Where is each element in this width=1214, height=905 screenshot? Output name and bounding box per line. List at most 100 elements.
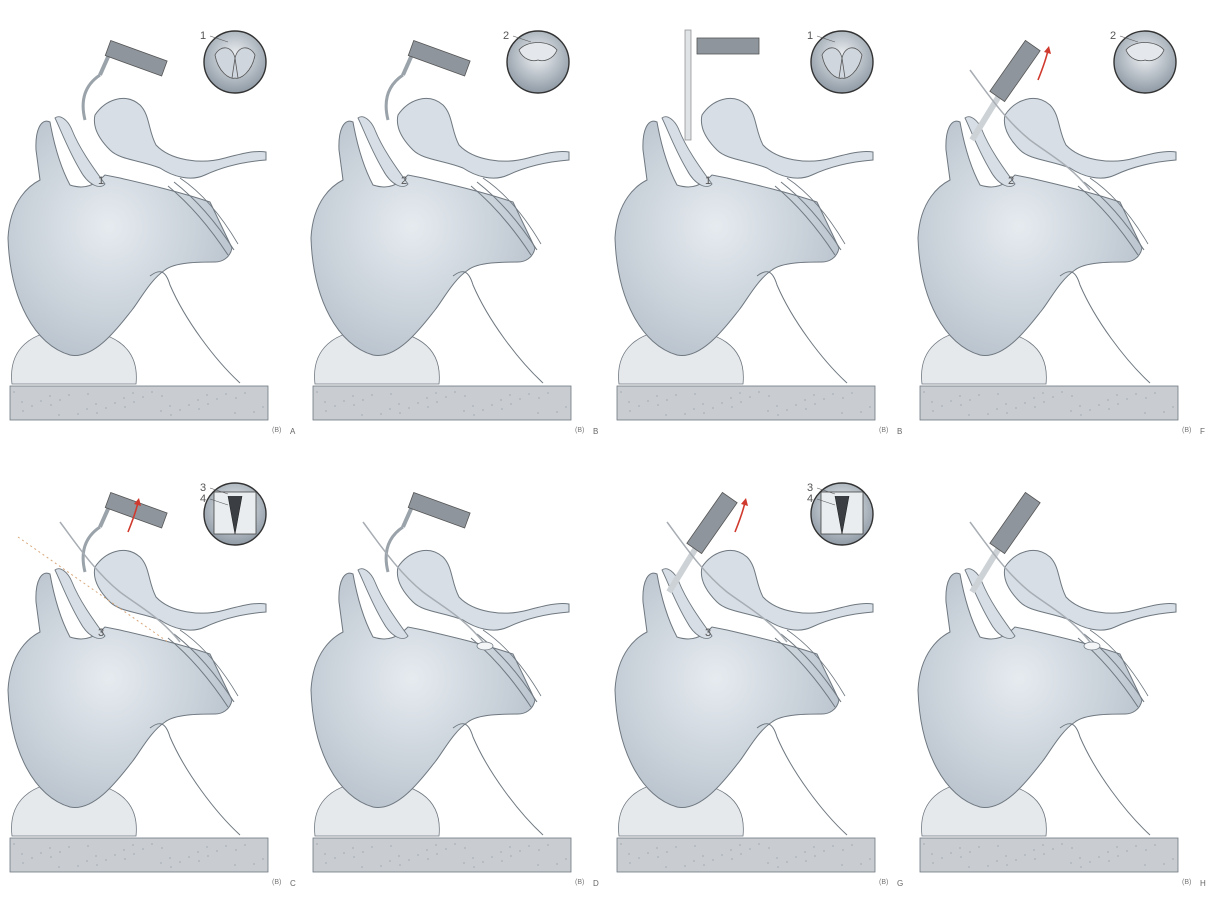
table-texture-dot <box>151 843 153 845</box>
panel-drawing: 22(B)B <box>303 0 606 452</box>
tongue-pharynx <box>397 98 569 178</box>
panel-c-top: 11(B)B <box>607 0 910 452</box>
panel-code: (B) <box>879 879 888 886</box>
table-texture-dot <box>435 392 437 394</box>
table-texture-dot <box>123 849 125 851</box>
tongue-pharynx <box>94 98 266 178</box>
table-texture-dot <box>343 852 345 854</box>
table-texture-dot <box>216 398 218 400</box>
panel-code: (B) <box>1182 427 1191 434</box>
panel-drawing: 11(B)B <box>607 0 910 452</box>
table-texture-dot <box>1052 848 1054 850</box>
table-texture-dot <box>50 856 52 858</box>
table-texture-dot <box>132 844 134 846</box>
table-texture-dot <box>21 401 23 403</box>
table-texture-dot <box>749 396 751 398</box>
table-texture-dot <box>675 394 677 396</box>
table-texture-dot <box>675 846 677 848</box>
table <box>617 838 875 872</box>
table-texture-dot <box>997 845 999 847</box>
table-texture-dot <box>472 405 474 407</box>
table-texture-dot <box>538 397 540 399</box>
table-texture-dot <box>87 845 89 847</box>
table-texture-dot <box>398 403 400 405</box>
table-texture-dot <box>684 413 686 415</box>
table-texture-dot <box>1108 408 1110 410</box>
table-texture-dot <box>666 399 668 401</box>
table-texture-dot <box>628 853 630 855</box>
table-texture-dot <box>389 860 391 862</box>
table-texture-dot <box>362 399 364 401</box>
table-texture-dot <box>262 406 264 408</box>
table-texture-dot <box>216 850 218 852</box>
table-texture-dot <box>950 400 952 402</box>
table-texture-dot <box>253 411 255 413</box>
table-texture-dot <box>629 862 631 864</box>
table-texture-dot <box>390 393 392 395</box>
table-texture-dot <box>390 845 392 847</box>
table-texture-dot <box>491 856 493 858</box>
tongue-pharynx <box>701 98 873 178</box>
table-texture-dot <box>133 401 135 403</box>
table-texture-dot <box>58 414 60 416</box>
table-texture-dot <box>805 860 807 862</box>
tube-cuff <box>1084 642 1100 650</box>
panel-letter: G <box>897 879 903 888</box>
table-texture-dot <box>22 862 24 864</box>
table <box>920 838 1178 872</box>
table-texture-dot <box>731 406 733 408</box>
table-texture-dot <box>739 392 741 394</box>
panel-g: 343(B)G <box>607 452 910 904</box>
laryngoscope-handle <box>990 40 1040 101</box>
table-texture-dot <box>361 414 363 416</box>
table-texture-dot <box>1089 409 1091 411</box>
table-texture-dot <box>1107 399 1109 401</box>
table-texture-dot <box>1117 855 1119 857</box>
table-texture-dot <box>860 863 862 865</box>
table-texture-dot <box>851 392 853 394</box>
table-texture-dot <box>87 393 89 395</box>
table-texture-dot <box>978 394 980 396</box>
table-texture-dot <box>13 843 15 845</box>
table-texture-dot <box>1006 412 1008 414</box>
table-texture-dot <box>721 854 723 856</box>
laryngoscope-handle <box>687 492 737 553</box>
table-texture-dot <box>1079 405 1081 407</box>
table-texture-dot <box>21 853 23 855</box>
table-texture-dot <box>105 859 107 861</box>
table-texture-dot <box>665 414 667 416</box>
table-texture-dot <box>1163 863 1165 865</box>
laryngoscope-handle <box>990 492 1040 553</box>
table-texture-dot <box>197 851 199 853</box>
table-texture-dot <box>795 404 797 406</box>
table-texture-dot <box>703 864 705 866</box>
table-texture-dot <box>869 406 871 408</box>
inset-circle <box>507 31 569 93</box>
table-texture-dot <box>235 849 237 851</box>
table-texture-dot <box>814 403 816 405</box>
table-texture-dot <box>77 865 79 867</box>
table-texture-dot <box>528 845 530 847</box>
table-texture-dot <box>941 405 943 407</box>
table-texture-dot <box>537 864 539 866</box>
laryngoscope-handle <box>408 492 470 528</box>
table-texture-dot <box>40 852 42 854</box>
table-texture-dot <box>324 853 326 855</box>
table-texture-dot <box>142 848 144 850</box>
laryngoscope-blade <box>685 30 691 140</box>
panel-letter: B <box>593 427 598 436</box>
panel-h: (B)H <box>910 452 1213 904</box>
table-texture-dot <box>1145 849 1147 851</box>
callout-number: 2 <box>401 175 407 187</box>
table-texture-dot <box>932 862 934 864</box>
table-texture-dot <box>519 850 521 852</box>
panel-code: (B) <box>575 427 584 434</box>
table-texture-dot <box>234 412 236 414</box>
table-texture-dot <box>1089 861 1091 863</box>
table-texture-dot <box>823 398 825 400</box>
tongue-pharynx <box>94 550 266 630</box>
panel-code: (B) <box>272 879 281 886</box>
table-texture-dot <box>776 857 778 859</box>
panel-letter: H <box>1200 879 1206 888</box>
table-texture-dot <box>491 404 493 406</box>
